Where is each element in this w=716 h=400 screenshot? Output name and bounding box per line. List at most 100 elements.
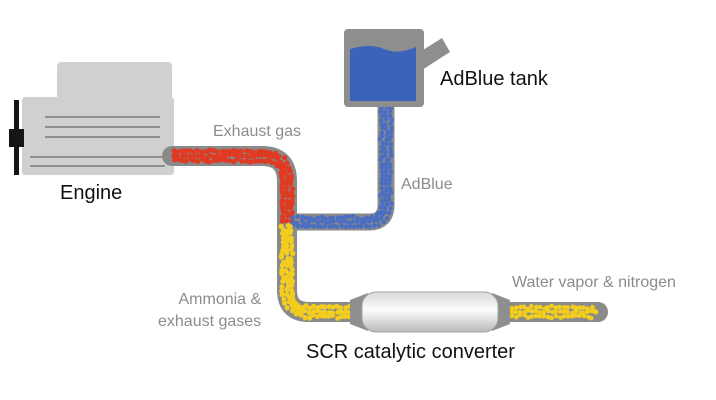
engine-fan-icon xyxy=(9,100,24,175)
particle-dot xyxy=(284,305,290,311)
particle-dot xyxy=(537,310,542,315)
particle-dot xyxy=(593,309,599,315)
particle-dot xyxy=(382,109,388,115)
particle-dot xyxy=(581,313,587,319)
particle-dot xyxy=(280,247,286,254)
particle-dot xyxy=(298,312,304,318)
particle-dot xyxy=(545,308,551,314)
adblue-tank xyxy=(344,29,450,107)
particle-dot xyxy=(512,309,518,315)
particle-dot xyxy=(517,312,523,318)
particle-dot xyxy=(383,181,388,186)
particle-dot xyxy=(381,219,387,225)
particle-dot xyxy=(289,271,295,277)
particle-dot xyxy=(274,155,281,161)
particle-dot xyxy=(378,157,384,163)
particle-dot xyxy=(343,224,349,229)
particle-dot xyxy=(207,147,213,153)
particle-dot xyxy=(321,304,328,310)
particle-dot xyxy=(255,158,261,164)
particle-dot xyxy=(320,214,325,220)
particle-dot xyxy=(371,218,377,224)
particle-dot xyxy=(190,157,196,163)
particle-dot xyxy=(388,153,394,158)
particle-dot xyxy=(347,220,352,226)
particle-dot xyxy=(288,181,294,187)
particle-dot xyxy=(307,315,313,321)
particle-dot xyxy=(379,165,385,171)
ammonia-label-line-2: exhaust gases xyxy=(158,313,262,330)
particle-dot xyxy=(310,303,317,309)
particle-dot xyxy=(561,313,567,319)
particle-dot xyxy=(280,239,286,245)
particle-dot xyxy=(388,121,393,127)
particle-dot xyxy=(290,308,296,314)
particle-dot xyxy=(565,314,571,319)
particle-dot xyxy=(343,305,349,311)
particle-dot xyxy=(282,155,288,161)
particle-dot xyxy=(342,309,348,315)
particle-dot xyxy=(279,201,285,207)
particle-dot xyxy=(577,313,582,318)
particle-dot xyxy=(175,149,181,155)
particle-dot xyxy=(289,267,295,273)
particle-dot xyxy=(187,148,193,154)
adblue-tank-label: AdBlue tank xyxy=(440,68,548,90)
particle-dot xyxy=(330,312,336,318)
particle-dot xyxy=(573,308,579,314)
particle-dot xyxy=(557,309,563,314)
particle-dot xyxy=(282,300,288,306)
particle-dot xyxy=(346,214,352,220)
particle-dot xyxy=(284,160,290,166)
particle-dot xyxy=(285,201,291,207)
particle-dot xyxy=(288,189,295,196)
particle-dot xyxy=(281,296,287,302)
water-nitrogen-particles xyxy=(509,303,599,321)
particle-dot xyxy=(282,170,288,176)
particle-dot xyxy=(355,216,360,221)
particle-dot xyxy=(319,218,324,224)
particle-dot xyxy=(359,217,365,222)
particle-dot xyxy=(380,173,386,178)
particle-dot xyxy=(553,313,559,319)
engine-top-block xyxy=(57,62,172,108)
particle-dot xyxy=(541,313,547,319)
particle-dot xyxy=(387,174,393,179)
particle-dot xyxy=(339,223,345,229)
particle-dot xyxy=(565,309,570,315)
particle-dot xyxy=(199,152,205,159)
particle-dot xyxy=(194,148,200,154)
particle-dot xyxy=(179,148,185,154)
particle-dot xyxy=(290,220,296,225)
particle-dot xyxy=(302,308,308,314)
particle-dot xyxy=(247,159,253,165)
particle-dot xyxy=(387,210,392,216)
particle-dot xyxy=(267,150,273,156)
ammonia-label: Ammonia & exhaust gases xyxy=(158,289,261,333)
particle-dot xyxy=(284,250,290,256)
particle-dot xyxy=(342,219,348,224)
particle-dot xyxy=(337,305,344,311)
particle-dot xyxy=(580,305,586,311)
particle-dot xyxy=(222,157,228,163)
particle-dot xyxy=(279,181,285,187)
particle-dot xyxy=(388,149,394,155)
engine-grille-lines xyxy=(30,116,165,167)
particle-dot xyxy=(238,148,244,154)
particle-dot xyxy=(379,162,385,167)
particle-dot xyxy=(302,315,308,321)
particle-dot xyxy=(279,189,285,195)
particle-dot xyxy=(553,309,558,314)
particle-dot xyxy=(285,279,291,285)
particle-dot xyxy=(299,218,305,224)
particle-dot xyxy=(239,158,245,164)
engine-label: Engine xyxy=(60,182,123,204)
particle-dot xyxy=(307,215,313,221)
particle-dot xyxy=(330,219,336,224)
particle-dot xyxy=(380,212,385,217)
particle-dot xyxy=(380,140,386,146)
particle-dot xyxy=(528,304,534,309)
particle-dot xyxy=(537,313,543,319)
particle-dot xyxy=(279,284,285,290)
